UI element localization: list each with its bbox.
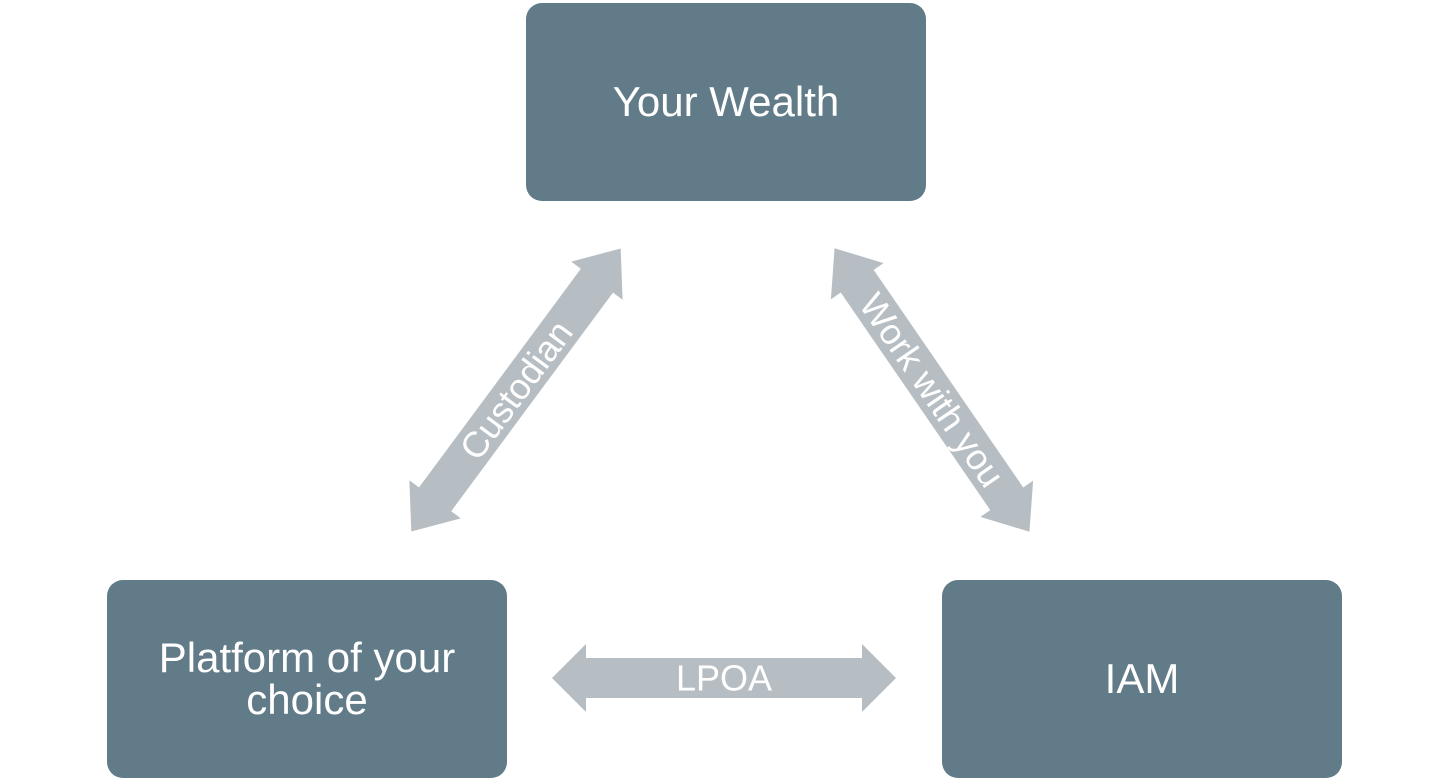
custodian-label: Custodian bbox=[451, 313, 580, 468]
platform-label: Platform of your choice bbox=[158, 634, 456, 723]
lpoa-label: LPOA bbox=[676, 658, 772, 699]
custodian-arrow: Custodian bbox=[409, 248, 623, 532]
your-wealth-label: Your Wealth bbox=[612, 78, 840, 125]
lpoa-arrow: LPOA bbox=[552, 644, 896, 712]
platform-box: Platform of your choice bbox=[107, 580, 507, 778]
custodian-arrow-shape bbox=[409, 248, 623, 532]
work-with-you-arrow-shape bbox=[830, 248, 1034, 532]
work-with-you-label: Work with you bbox=[851, 286, 1012, 495]
work-with-you-arrow: Work with you bbox=[830, 248, 1034, 532]
iam-box: IAM bbox=[942, 580, 1342, 778]
iam-label: IAM bbox=[1104, 655, 1180, 702]
lpoa-arrow-shape bbox=[552, 644, 896, 712]
your-wealth-box: Your Wealth bbox=[526, 3, 926, 201]
